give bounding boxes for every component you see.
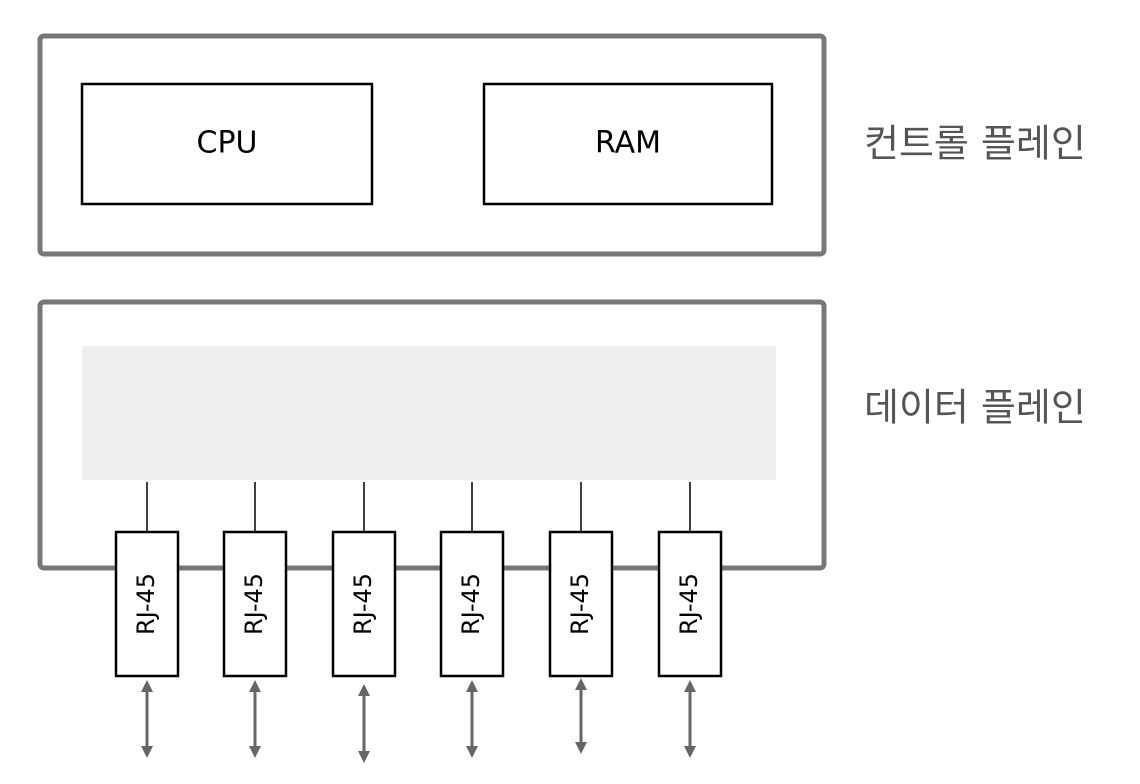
rj45-port-label: RJ-45 [240,573,268,635]
data-plane-label: 데이터 플레인 [864,386,1086,430]
ports-group: RJ-45 RJ-45 RJ-45 RJ-45 RJ-45 RJ-45 [114,482,723,763]
rj45-port-label: RJ-45 [132,573,160,635]
data-plane: RJ-45 RJ-45 RJ-45 RJ-45 RJ-45 RJ-45 [37,299,827,763]
rj45-port-box [114,530,180,678]
rj45-port-3: RJ-45 [331,482,397,763]
rj45-port-4: RJ-45 [439,482,505,758]
rj45-port-2: RJ-45 [222,482,288,758]
rj45-port-box [439,530,505,678]
rj45-port-box [331,530,397,678]
cpu-label: CPU [197,126,258,161]
rj45-port-box [222,530,288,678]
control-plane-label: 컨트롤 플레인 [864,122,1086,166]
rj45-port-5: RJ-45 [548,482,614,754]
rj45-port-1: RJ-45 [114,482,180,758]
switching-fabric-panel [82,346,776,480]
control-plane: CPU RAM [37,33,827,257]
control-plane-frame [37,33,827,257]
rj45-port-label: RJ-45 [675,573,703,635]
ram-box: RAM [482,82,774,206]
rj45-port-label: RJ-45 [457,573,485,635]
rj45-port-6: RJ-45 [657,482,723,758]
rj45-port-label: RJ-45 [566,573,594,635]
rj45-port-label: RJ-45 [349,573,377,635]
rj45-port-box [548,530,614,678]
rj45-port-box [657,530,723,678]
ram-label: RAM [595,126,661,161]
data-plane-frame [37,299,827,571]
cpu-box: CPU [80,82,374,206]
